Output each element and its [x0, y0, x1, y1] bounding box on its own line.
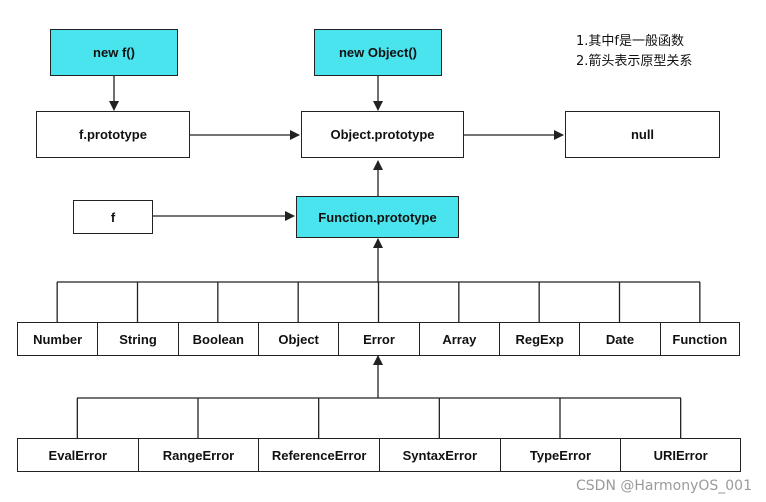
object-prototype-label: Object.prototype: [330, 127, 435, 142]
error-type-cell: EvalError: [17, 438, 139, 472]
new-f-label: new f(): [93, 45, 135, 60]
new-object-node: new Object(): [314, 29, 442, 76]
f-label: f: [110, 209, 116, 225]
error-type-cell: TypeError: [499, 438, 622, 472]
function-prototype-label: Function.prototype: [318, 209, 437, 225]
object-prototype-node: Object.prototype: [301, 111, 464, 158]
error-type-cell: URIError: [620, 438, 741, 472]
constructor-cell: Object: [258, 322, 340, 356]
constructor-cell: RegExp: [499, 322, 581, 356]
constructor-cell: Boolean: [177, 322, 259, 356]
watermark: CSDN @HarmonyOS_001: [576, 478, 752, 494]
constructor-cell: Function: [659, 322, 740, 356]
f-prototype-label: f.prototype: [79, 127, 147, 142]
null-label: null: [630, 127, 655, 142]
new-f-node: new f(): [50, 29, 178, 76]
constructor-cell: Error: [338, 322, 420, 356]
constructor-cell: String: [97, 322, 179, 356]
function-prototype-node: Function.prototype: [296, 196, 459, 238]
new-object-label: new Object(): [338, 45, 417, 60]
constructor-cell: Date: [579, 322, 661, 356]
error-type-cell: SyntaxError: [379, 438, 501, 472]
constructor-cell: Number: [17, 322, 99, 356]
null-node: null: [565, 111, 720, 158]
f-prototype-node: f.prototype: [36, 111, 190, 158]
note-1: 1.其中f是一般函数: [576, 34, 684, 49]
error-type-cell: RangeError: [137, 438, 260, 472]
error-type-cell: ReferenceError: [258, 438, 380, 472]
f-node: f: [73, 200, 153, 234]
note-2: 2.箭头表示原型关系: [576, 54, 693, 69]
constructor-cell: Array: [418, 322, 500, 356]
